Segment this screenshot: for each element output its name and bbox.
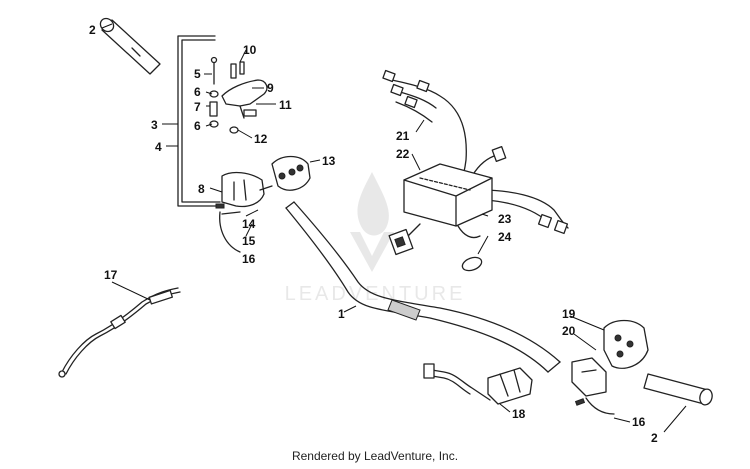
callout-10: 10 xyxy=(243,43,257,57)
callout-20: 20 xyxy=(562,324,576,338)
callout-16-right: 16 xyxy=(632,415,646,429)
callout-15: 15 xyxy=(242,234,256,248)
callout-16-left: 16 xyxy=(242,252,256,266)
callout-6-bottom: 6 xyxy=(194,119,201,133)
right-switch-bracket xyxy=(571,357,607,406)
callout-12: 12 xyxy=(254,132,268,146)
throttle-cable xyxy=(58,287,181,378)
callout-14: 14 xyxy=(242,217,256,231)
watermark-v-icon xyxy=(350,232,394,272)
callout-21: 21 xyxy=(396,129,410,143)
callout-3: 3 xyxy=(151,118,158,132)
leader-lines xyxy=(101,23,687,433)
callout-7: 7 xyxy=(194,100,201,114)
right-grip xyxy=(643,373,713,406)
callout-2-top: 2 xyxy=(89,23,96,37)
callout-4: 4 xyxy=(155,140,162,154)
wiring-harness xyxy=(382,69,569,256)
watermark-flame-icon xyxy=(357,172,389,236)
handlebar xyxy=(285,201,561,373)
callout-23: 23 xyxy=(498,212,512,226)
callout-9: 9 xyxy=(267,81,274,95)
right-switch xyxy=(603,319,649,369)
left-switch xyxy=(271,155,311,191)
screw-arc-left xyxy=(219,211,241,253)
callout-6-top: 6 xyxy=(194,85,201,99)
callout-11: 11 xyxy=(279,98,292,112)
callout-8: 8 xyxy=(198,182,205,196)
footer-credit: Rendered by LeadVenture, Inc. xyxy=(291,449,459,463)
left-switch-housing xyxy=(215,171,273,215)
clamp-ring xyxy=(461,256,483,272)
callout-5: 5 xyxy=(194,67,201,81)
callout-19: 19 xyxy=(562,307,576,321)
screw-arc-right xyxy=(585,397,615,415)
callout-24: 24 xyxy=(498,230,512,244)
bracket-3-4 xyxy=(177,35,221,207)
callout-1: 1 xyxy=(338,307,345,321)
left-grip xyxy=(99,17,161,75)
ecu-module xyxy=(403,163,493,239)
callout-labels: 1 2 2 3 4 5 6 6 7 8 9 10 11 12 13 14 15 … xyxy=(89,23,658,445)
callout-22: 22 xyxy=(396,147,410,161)
callout-13: 13 xyxy=(322,154,336,168)
handlebar-switch-connector xyxy=(423,363,533,405)
hardware-group xyxy=(209,56,257,134)
callout-18: 18 xyxy=(512,407,526,421)
lever-bracket xyxy=(221,79,268,119)
callout-17: 17 xyxy=(104,268,118,282)
callout-2-bottom: 2 xyxy=(651,431,658,445)
